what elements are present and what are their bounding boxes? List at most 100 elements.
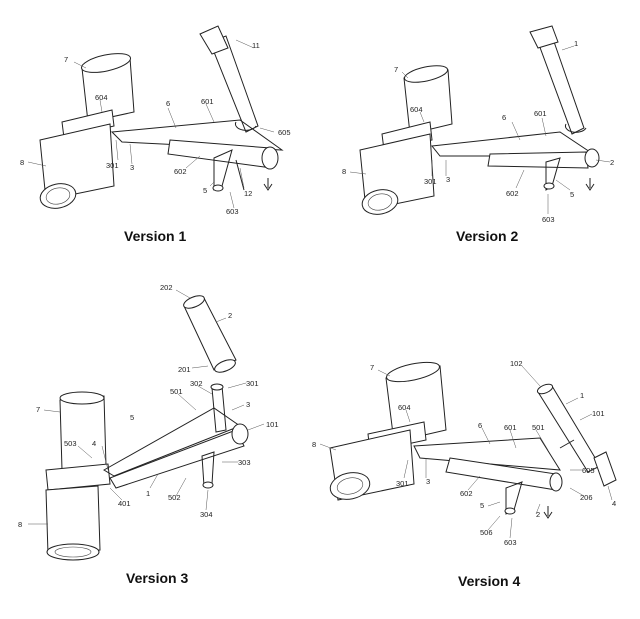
v4-label: 603 <box>504 538 517 547</box>
v4-tube-bore <box>336 477 364 495</box>
version-3-caption: Version 3 <box>126 570 189 586</box>
v1-label: 604 <box>95 93 108 102</box>
v3-label: 1 <box>146 489 150 498</box>
v1-leader-lines <box>27 39 275 209</box>
v2-label: 603 <box>542 215 555 224</box>
v4-tool-crossbar <box>559 439 575 449</box>
version-1-drawing: 7 604 6 601 11 605 8 301 3 602 5 12 603 <box>20 25 291 216</box>
version-4-caption: Version 4 <box>458 573 521 589</box>
v2-label: 2 <box>610 158 614 167</box>
v2-tube-top-end <box>403 65 449 83</box>
v3-label: 202 <box>160 283 173 292</box>
v2-down-arrow <box>585 178 595 191</box>
v3-tube-bottom-end <box>46 543 100 561</box>
v2-label: 604 <box>410 105 423 114</box>
v4-tool-shaft <box>537 385 601 473</box>
v1-barrel <box>167 139 273 169</box>
v4-label: 1 <box>580 391 584 400</box>
v1-pin-end <box>212 184 224 192</box>
v3-label: 303 <box>238 458 251 467</box>
v4-label: 605 <box>582 466 595 475</box>
v3-label: 3 <box>246 400 250 409</box>
v1-label: 301 <box>106 161 119 170</box>
version-3-drawing: 202 2 201 302 301 501 3 101 7 5 503 4 30… <box>18 283 279 561</box>
v4-tool-end <box>593 451 617 487</box>
v4-leader-lines <box>319 365 613 539</box>
v4-label: 5 <box>480 501 484 510</box>
v2-label: 601 <box>534 109 547 118</box>
v1-label: 602 <box>174 167 187 176</box>
v1-label: 3 <box>130 163 134 172</box>
v3-label: 5 <box>130 413 134 422</box>
v1-rotation-arrow <box>234 121 257 131</box>
v4-label: 3 <box>426 477 430 486</box>
v4-tool-top <box>536 383 554 395</box>
v3-label: 302 <box>190 379 203 388</box>
v2-leader-lines <box>349 45 611 214</box>
v2-label: 3 <box>446 175 450 184</box>
v3-loose-tube <box>183 297 237 371</box>
version-2-drawing: 1 7 604 6 601 8 301 3 602 5 2 603 <box>342 25 614 224</box>
v4-label: 604 <box>398 403 411 412</box>
v4-barrel <box>445 457 557 491</box>
v3-label: 2 <box>228 311 232 320</box>
v4-label: 7 <box>370 363 374 372</box>
v1-barrel-end <box>261 146 279 170</box>
v2-label: 1 <box>574 39 578 48</box>
version-4-drawing: 102 7 1 604 101 6 601 501 8 605 301 3 60… <box>312 359 617 547</box>
v3-tube-upper <box>59 395 107 471</box>
v4-label: 506 <box>480 528 493 537</box>
v3-label: 304 <box>200 510 213 519</box>
v1-tube-top-end <box>80 53 132 73</box>
v1-label: 5 <box>203 186 207 195</box>
v1-down-arrow <box>263 178 273 191</box>
v3-body <box>109 429 245 489</box>
v4-down-arrow <box>543 506 553 519</box>
v2-barrel-end <box>584 148 600 168</box>
v4-label: 101 <box>592 409 605 418</box>
v4-label: 4 <box>612 499 616 508</box>
v3-label: 101 <box>266 420 279 429</box>
v3-label: 401 <box>118 499 131 508</box>
v2-label: 8 <box>342 167 346 176</box>
v3-post <box>211 385 227 433</box>
v3-label: 8 <box>18 520 22 529</box>
v1-label: 7 <box>64 55 68 64</box>
v4-pin-end <box>504 507 516 515</box>
v1-label: 12 <box>244 189 252 198</box>
v1-label: 605 <box>278 128 291 137</box>
v2-handle-cap <box>529 25 559 49</box>
v2-rotation-arrow <box>564 123 587 133</box>
v4-arm <box>413 437 561 471</box>
v1-label: 8 <box>20 158 24 167</box>
v3-label: 301 <box>246 379 259 388</box>
v4-label: 8 <box>312 440 316 449</box>
v2-label: 602 <box>506 189 519 198</box>
v3-label: 502 <box>168 493 181 502</box>
v1-label: 6 <box>166 99 170 108</box>
v4-label: 501 <box>532 423 545 432</box>
v2-label: 7 <box>394 65 398 74</box>
v3-loose-tube-bottom <box>214 359 236 373</box>
v4-tube-top-end <box>386 361 440 383</box>
v1-strut <box>235 159 245 191</box>
v3-body-end <box>231 423 249 445</box>
v3-label: 501 <box>170 387 183 396</box>
v2-tube-bore <box>367 193 393 211</box>
v1-label: 11 <box>252 41 260 50</box>
v2-pin-end <box>543 182 555 190</box>
v3-tube-lower <box>45 485 101 555</box>
v4-label: 301 <box>396 479 409 488</box>
v2-label: 6 <box>502 113 506 122</box>
v4-label: 102 <box>510 359 523 368</box>
v3-clamp-ring <box>45 463 111 491</box>
v3-lower-post-end <box>202 481 214 489</box>
version-1-caption: Version 1 <box>124 228 187 244</box>
v1-label: 603 <box>226 207 239 216</box>
v3-loose-tube-top <box>183 295 205 309</box>
v3-post-top <box>210 383 224 391</box>
v3-label: 7 <box>36 405 40 414</box>
v1-clamp-ring <box>61 109 115 139</box>
v2-label: 5 <box>570 190 574 199</box>
